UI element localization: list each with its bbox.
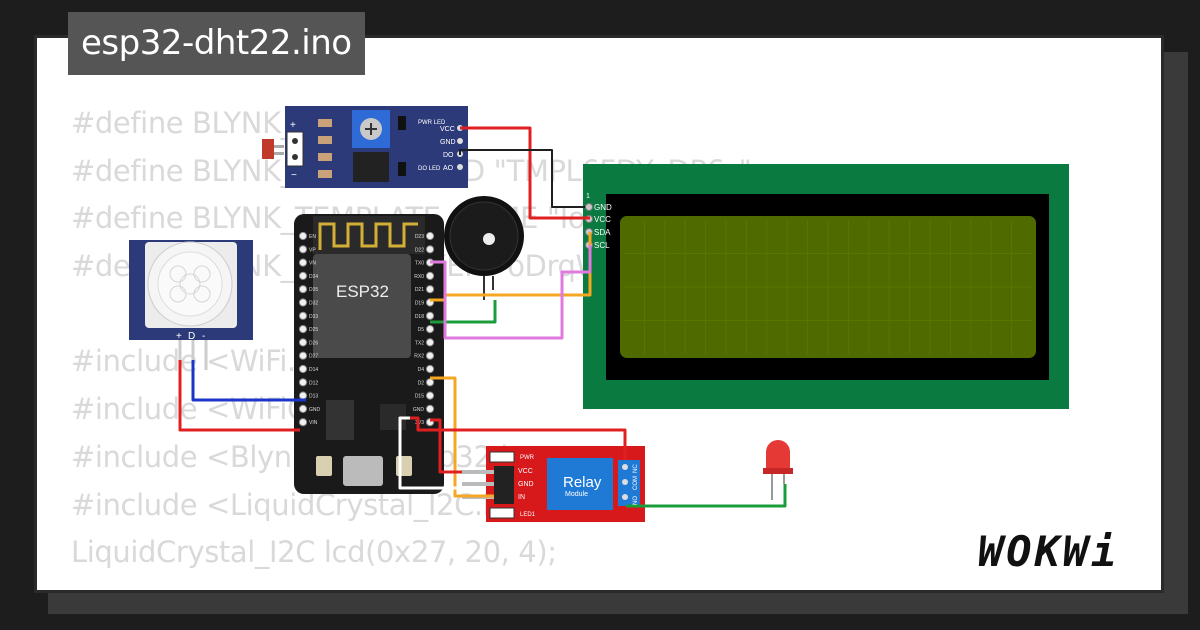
relay-pin-label: IN [518, 494, 525, 501]
ldr-module[interactable]: + − PWR LED DO LED VCC GND DO AO [262, 106, 468, 188]
esp32-pin-label: D19 [415, 301, 424, 307]
esp32-pin[interactable] [298, 285, 308, 294]
relay-led-label: LED1 [520, 512, 536, 518]
esp32-pin[interactable] [298, 378, 308, 387]
buzzer[interactable] [444, 196, 524, 300]
esp32-pin-label: VIN [309, 420, 318, 426]
esp32-pin[interactable] [425, 231, 435, 241]
relay-pin-label: GND [518, 481, 534, 488]
esp32-pin[interactable] [298, 351, 308, 360]
lcd-pin-label: SDA [594, 228, 611, 237]
esp32-pin[interactable] [298, 311, 308, 320]
esp32-pin[interactable] [425, 325, 435, 334]
esp32-pin-label: D12 [309, 380, 318, 386]
esp32-pin-label: D25 [309, 327, 318, 333]
esp32-pin[interactable] [298, 325, 308, 334]
ldr-pin-label: GND [440, 139, 456, 146]
ldr-pin-label: VCC [440, 126, 455, 133]
esp32-pin-label: GND [413, 407, 425, 413]
relay-module[interactable]: PWR LED1 VCC GND IN Relay Module NO COM … [462, 446, 645, 522]
ldr-pin-label: AO [443, 165, 454, 172]
pir-pin-label: D [188, 331, 195, 342]
esp32-pin-label: D32 [309, 301, 318, 307]
lcd-pin-label: GND [594, 203, 612, 212]
red-led[interactable] [763, 440, 793, 490]
esp32-pin[interactable] [298, 231, 308, 241]
relay-contact-label: COM [633, 476, 639, 490]
esp32-pin[interactable] [298, 338, 308, 347]
esp32-pin[interactable] [425, 338, 435, 347]
lcd-pin-one: 1 [586, 193, 590, 200]
esp32-pin-label: D2 [418, 380, 425, 386]
relay-title: Relay [563, 474, 602, 491]
code-line: #include <WiFi.h> [71, 344, 338, 379]
esp32-pin[interactable] [425, 285, 435, 294]
esp32-pin-label: EN [309, 234, 316, 240]
esp32-pin-label: VN [309, 261, 316, 267]
esp32-pin[interactable] [425, 391, 435, 400]
esp32-pin[interactable] [425, 378, 435, 387]
esp32-pin[interactable] [298, 391, 308, 400]
esp32-pin[interactable] [298, 245, 308, 254]
esp32-board[interactable]: ESP32 ENVPVND34D35D32D33D25D26D27D14D12D… [294, 214, 444, 494]
wokwi-logo[interactable]: WOKWi [978, 527, 1120, 576]
esp32-pin-label: D27 [309, 354, 318, 360]
wires [178, 126, 787, 508]
esp32-pin-label: D13 [309, 394, 318, 400]
esp32-pin-label: D23 [415, 234, 424, 240]
esp32-pin[interactable] [298, 418, 308, 427]
esp32-pin[interactable] [298, 258, 308, 267]
relay-pin-label: VCC [518, 468, 533, 475]
esp32-pin-label: GND [309, 407, 321, 413]
pir-sensor[interactable]: + D - [129, 240, 253, 370]
esp32-pin[interactable] [425, 245, 435, 254]
esp32-pin-label: D18 [415, 314, 424, 320]
esp32-pin-label: VP [309, 247, 316, 253]
esp32-pin-label: TX2 [415, 340, 424, 346]
esp32-pin-label: D14 [309, 367, 318, 373]
svg-text:+: + [290, 120, 296, 131]
esp32-pin[interactable] [298, 271, 308, 280]
esp32-pin-label: RX2 [414, 354, 424, 360]
esp32-pin-label: RX0 [414, 274, 424, 280]
relay-subtitle: Module [565, 491, 588, 498]
esp32-pin-label: D4 [418, 367, 425, 373]
lcd-pin-label: VCC [594, 215, 611, 224]
esp32-pin-label: D26 [309, 340, 318, 346]
svg-text:−: − [291, 170, 297, 181]
esp32-pin[interactable] [425, 271, 435, 280]
esp32-pin[interactable] [298, 364, 308, 374]
esp32-pin-label: D33 [309, 314, 318, 320]
esp32-pin[interactable] [298, 404, 308, 413]
esp32-pin[interactable] [425, 404, 435, 413]
esp32-pin[interactable] [425, 364, 435, 374]
pir-pin-label: + [176, 331, 182, 342]
code-line: LiquidCrystal_I2C lcd(0x27, 20, 4); [71, 535, 557, 570]
esp32-pin[interactable] [425, 311, 435, 320]
esp32-pin-label: 3V3 [415, 420, 424, 426]
project-title[interactable]: esp32-dht22.ino [68, 12, 365, 75]
relay-pwr-label: PWR [520, 455, 535, 461]
esp32-pin-label: D5 [418, 327, 425, 333]
esp32-pin-label: D21 [415, 287, 424, 293]
pwr-led-label: PWR LED [418, 120, 446, 126]
esp32-pin-label: D15 [415, 394, 424, 400]
esp32-pin-label: D22 [415, 247, 424, 253]
esp32-pin-label: D34 [309, 274, 318, 280]
pir-pin-label: - [202, 331, 205, 342]
relay-contact-label: NC [633, 464, 639, 473]
esp32-pin[interactable] [425, 351, 435, 360]
esp32-pin[interactable] [298, 298, 308, 307]
relay-contact-label: NO [633, 496, 639, 505]
esp32-pin-label: TX0 [415, 261, 424, 267]
lcd-pin-label: SCL [594, 241, 610, 250]
do-led-label: DO LED [418, 166, 441, 172]
esp32-pin-label: D35 [309, 287, 318, 293]
lcd-display[interactable]: GND VCC SDA SCL 1 [583, 164, 1069, 409]
ldr-pin-label: DO [443, 152, 454, 159]
esp32-label: ESP32 [336, 282, 389, 301]
